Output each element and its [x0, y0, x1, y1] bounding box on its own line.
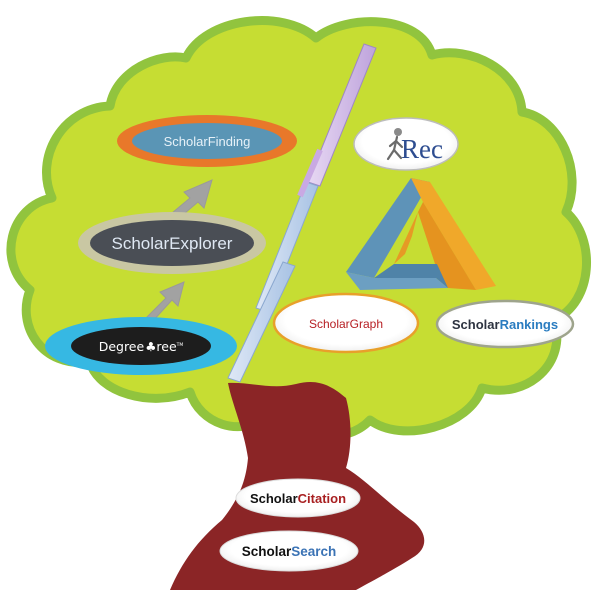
degreetree-inner	[71, 327, 211, 365]
scholar-finding-node[interactable]: ScholarFinding	[117, 115, 297, 167]
divider-beam-top	[307, 43, 377, 187]
degreetree-node[interactable]: Degree♣reeTM	[45, 317, 237, 375]
degreetree-trademark: TM	[176, 342, 184, 348]
scholar-graph-node[interactable]: ScholarGraph	[272, 292, 420, 354]
irec-oval	[353, 117, 459, 171]
scholar-citation-oval	[235, 478, 361, 518]
scholar-graph-oval	[272, 292, 420, 354]
degreetree-label-part2: ree	[156, 339, 177, 354]
degreetree-label: Degree♣reeTM	[99, 339, 184, 354]
scholar-search-label: ScholarSearch	[242, 544, 337, 559]
scholar-search-node[interactable]: ScholarSearch	[219, 530, 359, 572]
scholar-explorer-inner	[90, 220, 254, 266]
scholar-explorer-label: ScholarExplorer	[112, 234, 233, 253]
scholar-citation-label: ScholarCitation	[250, 491, 346, 506]
irec-label: Rec	[401, 134, 443, 164]
tree-glyph-icon: ♣	[145, 339, 156, 354]
scholar-rankings-label-part2: Rankings	[500, 317, 559, 332]
penrose-triangle-icon	[346, 178, 496, 290]
irec-node[interactable]: Rec	[353, 117, 459, 171]
scholar-graph-label: ScholarGraph	[309, 317, 383, 331]
scholar-finding-inner	[132, 123, 282, 159]
scholar-citation-label-part2: Citation	[298, 491, 346, 506]
irec-figure-icon	[386, 128, 404, 161]
scholar-rankings-label: ScholarRankings	[452, 317, 558, 332]
scholar-explorer-node[interactable]: ScholarExplorer	[78, 212, 266, 274]
scholar-rankings-oval	[435, 299, 575, 349]
scholar-search-oval	[219, 530, 359, 572]
scholar-search-label-part1: Scholar	[242, 544, 292, 559]
divider-beam-accent	[297, 148, 323, 198]
scholar-citation-label-part1: Scholar	[250, 491, 298, 506]
scholar-rankings-label-part1: Scholar	[452, 317, 500, 332]
scholar-search-label-part2: Search	[291, 544, 336, 559]
scholar-citation-node[interactable]: ScholarCitation	[235, 478, 361, 518]
scholar-finding-label: ScholarFinding	[164, 134, 251, 149]
degreetree-label-part1: Degree	[99, 339, 145, 354]
scholar-rankings-node[interactable]: ScholarRankings	[435, 299, 575, 349]
divider-beam-bottom	[227, 261, 296, 383]
